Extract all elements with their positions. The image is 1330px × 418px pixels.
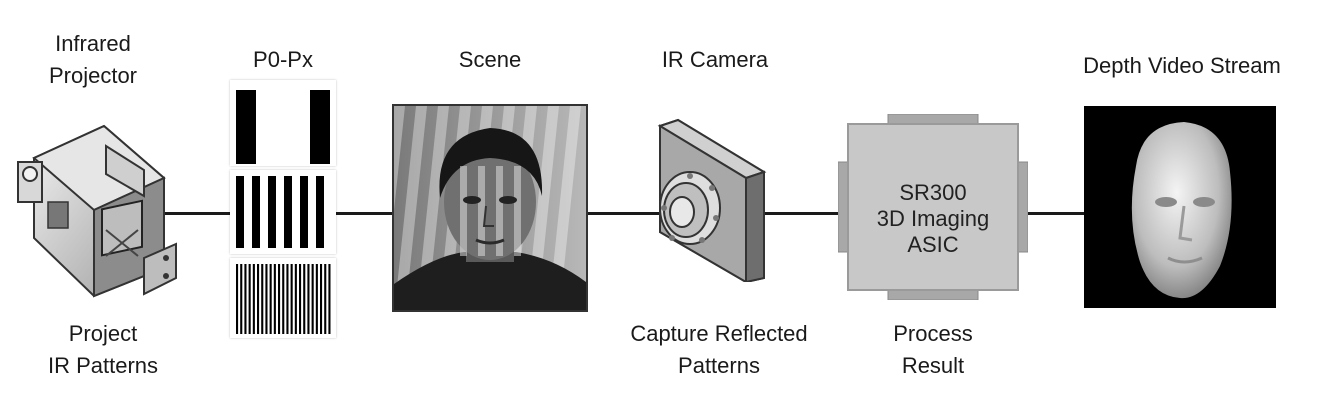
projector-caption: Project IR Patterns: [28, 318, 178, 382]
depth-face-image: [1084, 106, 1276, 308]
camera-caption-line2: Patterns: [678, 353, 760, 378]
camera-caption-line1: Capture Reflected: [630, 321, 808, 346]
pattern-p1: [230, 170, 336, 254]
projector-title: Infrared Projector: [34, 28, 152, 92]
asic-caption-line1: Process: [893, 321, 973, 346]
asic-label-line3: ASIC: [907, 232, 959, 257]
asic-label-line1: SR300: [899, 180, 967, 205]
asic-caption-line2: Result: [901, 353, 965, 378]
projector-caption-line1: Project: [68, 321, 138, 346]
projector-caption-line2: IR Patterns: [47, 353, 159, 378]
ir-camera-icon: [650, 112, 772, 284]
camera-caption: Capture Reflected Patterns: [614, 318, 824, 382]
pattern-px: [230, 258, 336, 338]
patterns-title: P0-Px: [253, 47, 313, 72]
sr300-asic-chip: SR300 3D Imaging ASIC: [838, 114, 1028, 300]
depth-title: Depth Video Stream: [1083, 53, 1281, 78]
connector-asic-depth: [1024, 212, 1086, 215]
scene-title: Scene: [458, 47, 522, 72]
projector-title-line1: Infrared: [55, 31, 131, 56]
asic-caption: Process Result: [868, 318, 998, 382]
connector-camera-asic: [764, 212, 844, 215]
asic-label-line2: 3D Imaging: [876, 206, 990, 231]
infrared-projector-icon: [14, 118, 182, 300]
projector-title-line2: Projector: [48, 63, 138, 88]
pattern-p0: [230, 80, 336, 166]
connector-scene-camera: [588, 212, 660, 215]
camera-title: IR Camera: [661, 47, 769, 72]
face-scene-image: [392, 104, 588, 312]
connector-projector-patterns: [160, 212, 232, 215]
asic-label: SR300 3D Imaging ASIC: [838, 180, 1028, 258]
connector-patterns-scene: [334, 212, 394, 215]
